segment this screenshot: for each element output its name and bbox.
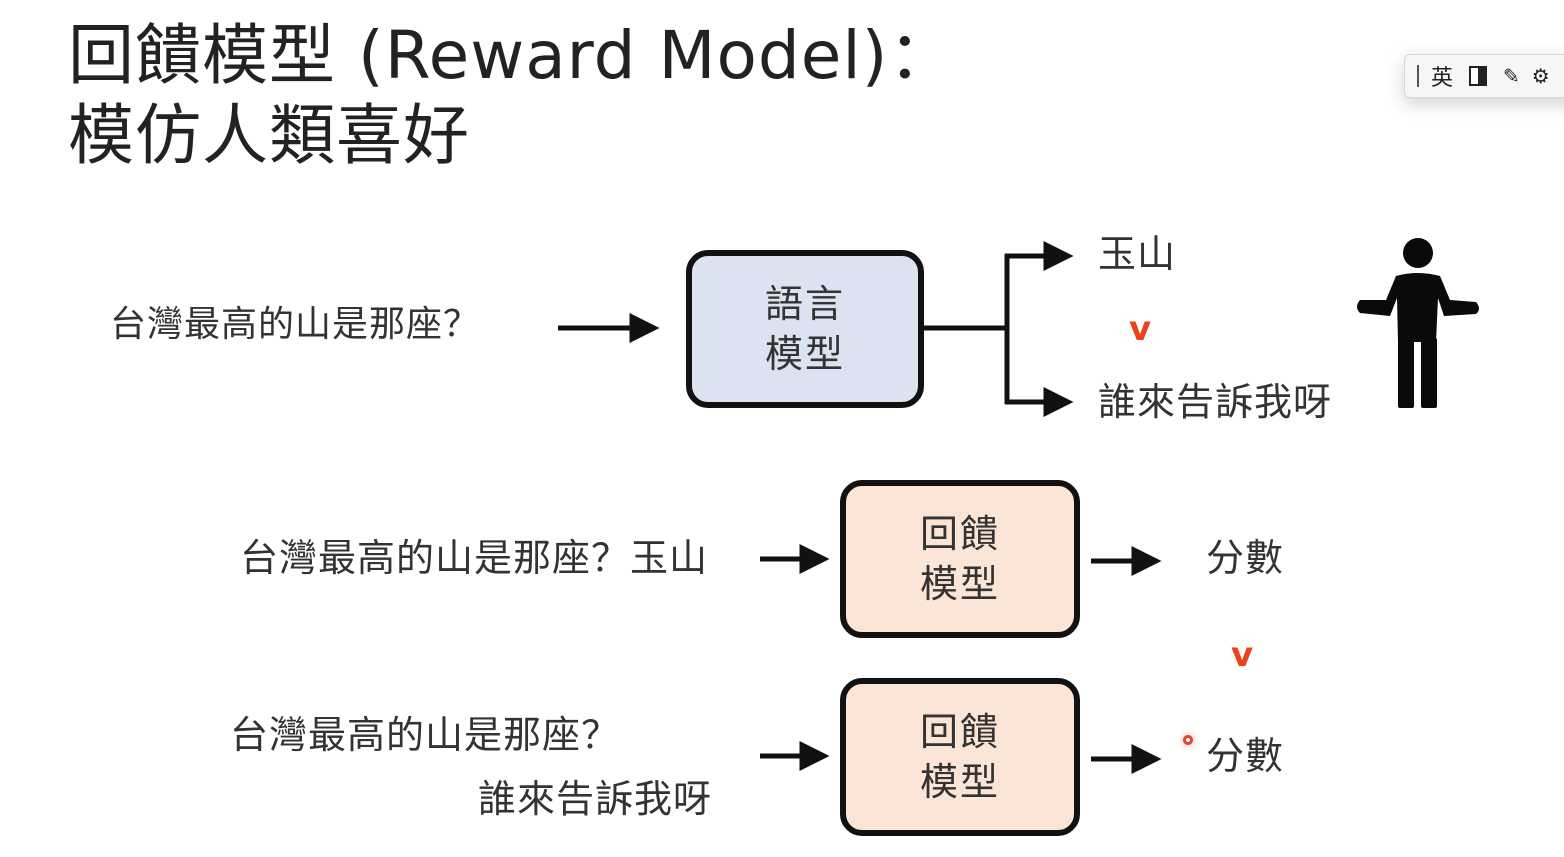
more-options-icon[interactable]: ⚙ bbox=[1531, 64, 1550, 88]
bad-answer-text: 誰來告訴我呀 bbox=[1098, 380, 1333, 424]
good-answer-text: 玉山 bbox=[1098, 232, 1177, 276]
ime-toolbar[interactable]: 英 ✎ ⚙ bbox=[1404, 54, 1564, 98]
reward-model-2-label-line-1: 回饋 bbox=[919, 710, 1000, 754]
tools-icon[interactable]: ✎ bbox=[1503, 64, 1520, 88]
reward-model-1-label-line-2: 模型 bbox=[919, 562, 1000, 606]
reward-input-2-line-1: 台灣最高的山是那座？ bbox=[230, 713, 621, 757]
language-model-label-line-1: 語言 bbox=[764, 282, 845, 326]
slide-title-line-2: 模仿人類喜好 bbox=[68, 97, 470, 174]
reward-model-box-2: 回饋 模型 bbox=[840, 678, 1080, 836]
laser-pointer-dot bbox=[1183, 735, 1193, 745]
score-2-text: 分數 bbox=[1206, 734, 1285, 778]
reward-model-2-label-line-2: 模型 bbox=[919, 760, 1000, 804]
person-icon bbox=[1357, 238, 1479, 408]
language-model-box: 語言 模型 bbox=[686, 250, 924, 408]
reward-model-box-1: 回饋 模型 bbox=[840, 480, 1080, 638]
preference-mark-top: v bbox=[1129, 309, 1152, 349]
slide-title-line-1: 回饋模型 (Reward Model)： bbox=[68, 17, 956, 94]
preference-mark-scores: v bbox=[1231, 635, 1254, 675]
language-model-label-line-2: 模型 bbox=[764, 332, 845, 376]
half-width-icon[interactable] bbox=[1469, 66, 1488, 86]
ime-drag-handle[interactable] bbox=[1417, 65, 1419, 87]
ime-language-toggle[interactable]: 英 bbox=[1431, 66, 1454, 91]
reward-input-1-text: 台灣最高的山是那座？玉山 bbox=[240, 536, 709, 580]
score-1-text: 分數 bbox=[1206, 536, 1285, 580]
reward-model-1-label-line-1: 回饋 bbox=[919, 512, 1000, 556]
reward-input-2-line-2: 誰來告訴我呀 bbox=[478, 777, 713, 821]
question-text: 台灣最高的山是那座？ bbox=[110, 304, 481, 345]
